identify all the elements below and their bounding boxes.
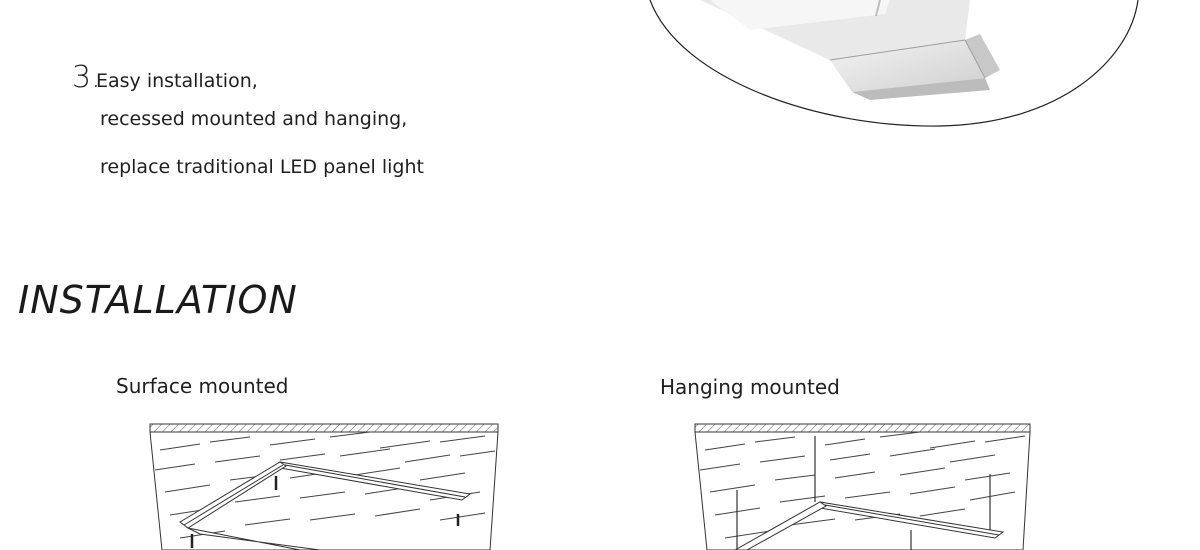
mounting-screws xyxy=(190,476,460,548)
surface-mounted-diagram xyxy=(149,423,499,550)
ceiling-slab xyxy=(149,423,499,550)
surface-mounted-caption: Surface mounted xyxy=(116,374,289,398)
led-panel-frame xyxy=(733,501,1005,550)
hanging-mounted-caption: Hanging mounted xyxy=(660,375,840,399)
feature-number: 3. xyxy=(72,60,101,95)
section-title: INSTALLATION xyxy=(18,278,298,322)
ceiling-slab xyxy=(694,423,1031,550)
hanging-mounted-diagram xyxy=(694,423,1031,550)
suspension-wires xyxy=(736,436,991,550)
closeup-circle-outline xyxy=(649,0,1139,127)
feature-line-1: Easy installation, xyxy=(96,70,258,92)
panel-corner-render xyxy=(650,0,1138,127)
feature-line-2: recessed mounted and hanging, xyxy=(100,108,408,130)
led-panel-frame xyxy=(179,461,472,550)
feature-line-3: replace traditional LED panel light xyxy=(100,156,424,178)
product-closeup-image xyxy=(649,0,1139,127)
